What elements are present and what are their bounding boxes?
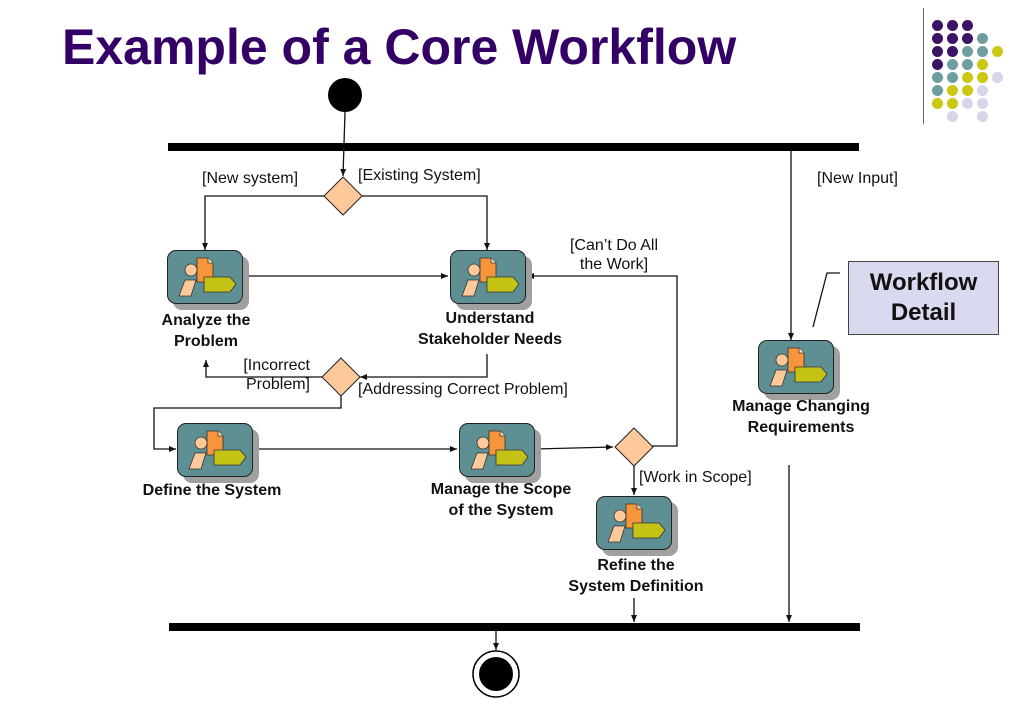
decorative-divider [923,8,924,124]
decorative-dot [962,85,973,96]
activity-label-changing: Manage Changing Requirements [732,396,870,438]
activity-refine-system-definition[interactable] [596,496,678,556]
decorative-dot [932,33,943,44]
workflow-detail-callout: Workflow Detail [848,261,999,335]
activity-analyze-the-problem[interactable] [167,250,249,310]
flow-scope-to-decision [534,444,614,451]
initial-node [328,78,362,112]
decorative-dot [932,20,943,31]
label-line: [Incorrect [243,357,310,374]
label-line: Stakeholder Needs [417,331,563,348]
activity-understand-stakeholder-needs[interactable] [450,250,532,310]
decorative-dot [947,72,958,83]
label-line: System Definition [568,578,704,595]
decorative-dot [962,33,973,44]
decorative-dot [992,46,1003,57]
guard-cant-do-all-the-work: [Can’t Do All the Work] [566,236,662,274]
slide-title: Example of a Core Workflow [62,19,737,75]
activity-label-understand: Understand Stakeholder Needs [418,308,562,350]
workflow-detail-icon [607,503,666,543]
workflow-detail-icon [178,257,237,297]
workflow-detail-icon [188,430,247,470]
activity-label-analyze: Analyze the Problem [162,310,251,352]
flow-start-to-decision [340,111,347,177]
callout-line: Detail [890,299,957,326]
decorative-dot [962,20,973,31]
activity-manage-changing-requirements[interactable] [758,340,840,400]
decorative-dot [977,72,988,83]
label-line: Requirements [747,419,855,436]
label-line: Analyze the [161,312,251,329]
flow-new-system [202,195,326,250]
decorative-dot [962,98,973,109]
decorative-dot [932,72,943,83]
activity-label-refine: Refine the System Definition [568,555,703,597]
guard-new-system: [New system] [202,170,299,187]
flow-understand-to-decision [360,354,488,380]
decorative-dot [947,20,958,31]
activity-define-the-system[interactable] [177,423,259,483]
label-line: Problem] [245,376,310,393]
decorative-dot [947,111,958,122]
decorative-dot [977,85,988,96]
decorative-dot [977,98,988,109]
decorative-dot [947,59,958,70]
decorative-dot [932,85,943,96]
activity-label-scope: Manage the Scope of the System [431,479,571,521]
workflow-detail-icon [769,347,828,387]
decorative-dot [977,59,988,70]
guard-incorrect-problem: [Incorrect Problem] [226,356,310,394]
decorative-dot [932,46,943,57]
label-line: the Work] [579,256,649,273]
label-line: Manage Changing [732,398,870,415]
callout-leader-line [812,272,840,328]
workflow-detail-icon [461,257,520,297]
label-line: of the System [448,502,554,519]
activity-manage-the-scope[interactable] [459,423,541,483]
decorative-dot [992,72,1003,83]
fork-bar [168,143,859,151]
label-line: Refine the [597,557,675,574]
decorative-dot [977,46,988,57]
decorative-dot [932,59,943,70]
flow-addressing-correct [153,395,342,452]
decorative-dot [947,85,958,96]
label-line: Manage the Scope [430,481,572,498]
flow-existing-system [362,195,490,250]
label-line: Problem [173,333,239,350]
join-bar [169,623,860,631]
decorative-dot [977,33,988,44]
decision-node-problem-correct [321,357,361,397]
flow-cant-do-all [527,273,678,447]
callout-line: Workflow [869,269,978,296]
activity-label-define: Define the System [143,480,282,501]
label-line: Understand [445,310,535,327]
decorative-dot [932,98,943,109]
label-line: Define the System [142,482,282,499]
label-line: [Can’t Do All [569,237,659,254]
decision-node-work-scope [614,427,654,467]
decorative-dot [962,59,973,70]
final-node [472,650,520,698]
decorative-dot [977,111,988,122]
decorative-dot [962,72,973,83]
workflow-detail-icon [470,430,529,470]
decorative-dot [947,98,958,109]
guard-new-input: [New Input] [817,170,898,187]
decorative-dot [947,33,958,44]
guard-addressing-correct-problem: [Addressing Correct Problem] [358,381,568,398]
guard-existing-system: [Existing System] [358,167,481,184]
decorative-dot [947,46,958,57]
decision-node-system-type [323,176,363,216]
guard-work-in-scope: [Work in Scope] [639,469,752,486]
decorative-dot [962,46,973,57]
flow-incorrect-problem [203,360,323,378]
